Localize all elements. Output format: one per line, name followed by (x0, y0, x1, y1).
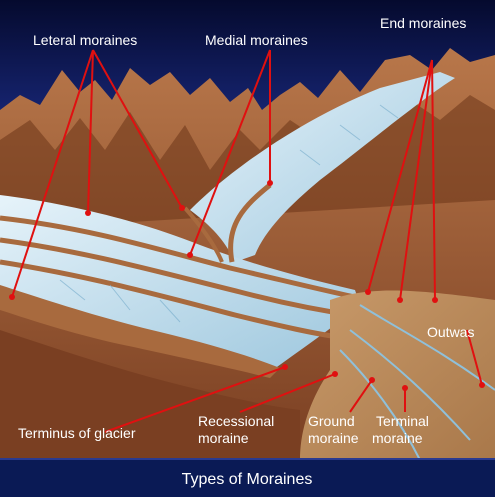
outwash-plain (300, 290, 495, 460)
label-ground-1: Ground (308, 413, 355, 429)
medial-moraine-stripe (0, 259, 346, 341)
medial-moraine-stripe (183, 206, 224, 263)
label-outwash: Outwas (427, 324, 474, 340)
medial-moraine-stripe (0, 215, 361, 301)
label-recessional-2: moraine (198, 430, 249, 446)
pointer-dots (9, 180, 485, 391)
crevasse-lines (59, 104, 399, 323)
meltwater-streams (339, 304, 495, 461)
label-recessional-1: Recessional (198, 413, 274, 429)
label-ground-2: moraine (308, 430, 359, 446)
label-terminus: Terminus of glacier (18, 425, 136, 441)
label-medial-moraines: Medial moraines (205, 32, 308, 48)
label-end-moraines: End moraines (380, 15, 466, 31)
medial-moraine-stripe (228, 183, 272, 263)
label-terminal-1: Terminal (376, 413, 429, 429)
caption-title: Types of Moraines (182, 471, 313, 488)
caption-divider (0, 458, 495, 460)
label-terminal-2: moraine (372, 430, 423, 446)
label-lateral-moraines: Leteral moraines (33, 32, 137, 48)
upper-glacier (190, 72, 455, 262)
foreground-rock (0, 330, 300, 460)
caption-bar (0, 460, 495, 497)
lateral-moraine-band (0, 285, 280, 378)
pointer-lines (11, 49, 483, 433)
medial-moraine-stripe (0, 237, 359, 319)
